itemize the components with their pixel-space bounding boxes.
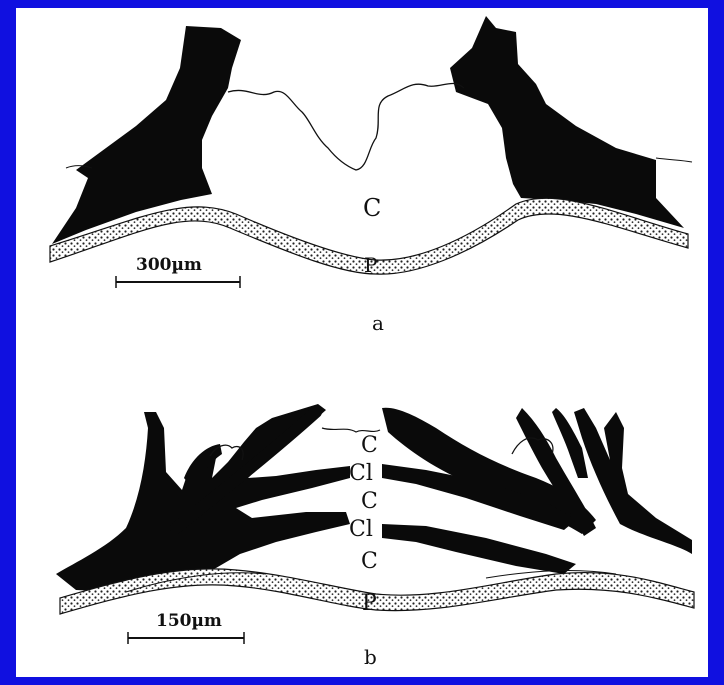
figure-svg: C P 300µm a: [16, 8, 708, 677]
label-c2-b: C: [361, 489, 378, 514]
label-c1-b: C: [361, 433, 378, 458]
label-cl2-b: Cl: [349, 517, 373, 542]
label-periosteum-b: P: [362, 591, 377, 616]
label-cl1-b: Cl: [349, 461, 373, 486]
panel-b: C Cl C Cl C P 150µm b: [56, 404, 694, 669]
scale-bar-a-label: 300µm: [136, 255, 202, 275]
bone-mass-right-a: [450, 16, 684, 228]
caption-a: a: [372, 311, 384, 335]
scale-bar-b-label: 150µm: [156, 611, 222, 631]
periosteum-band-b: [60, 569, 694, 614]
panel-a: C P 300µm a: [50, 16, 692, 335]
trabeculae-right-b: [382, 408, 692, 574]
cavity-outline-b: [322, 428, 380, 432]
cavity-outline-a: [228, 83, 464, 170]
label-periosteum-a: P: [364, 253, 377, 277]
caption-b: b: [364, 645, 377, 669]
label-cavity-a: C: [363, 194, 381, 222]
scale-bar-b: 150µm: [128, 611, 244, 644]
trabeculae-left-b: [56, 404, 350, 592]
figure-panel: C P 300µm a: [16, 8, 708, 677]
scale-bar-a: 300µm: [116, 255, 240, 288]
label-c3-b: C: [361, 549, 378, 574]
